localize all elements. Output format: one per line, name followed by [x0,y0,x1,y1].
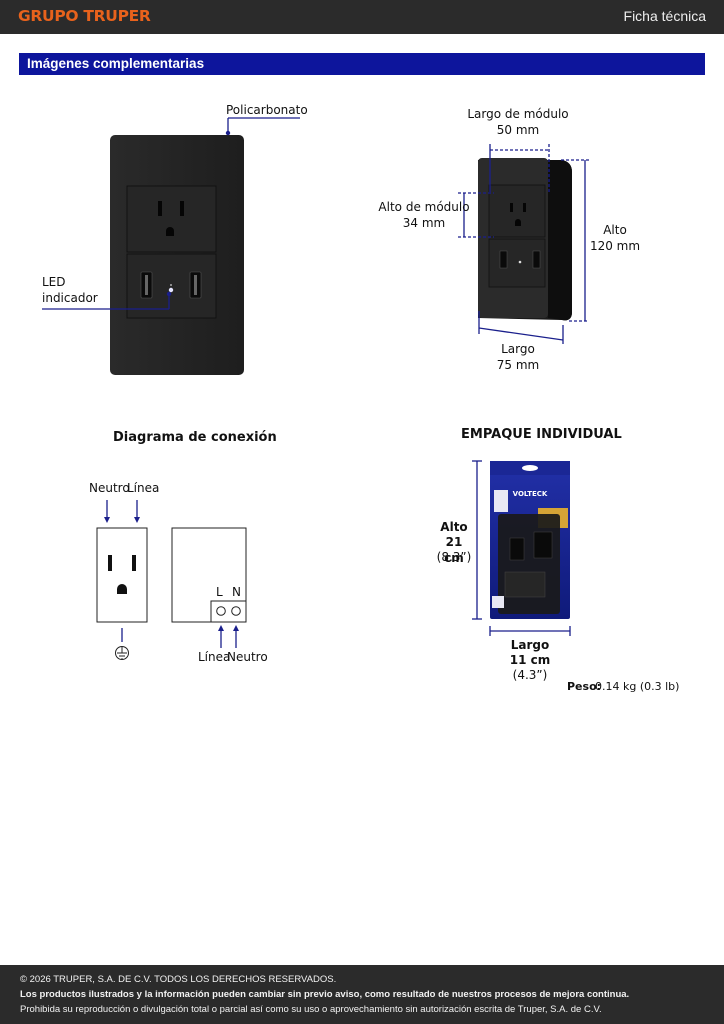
length-value: 75 mm [496,358,540,372]
ground-hole [117,584,127,594]
pack-length-cm: 11 cm [509,653,551,667]
neutral-top-label: Neutro [89,481,130,495]
height-value: 120 mm [589,239,641,253]
pack-length-in: (4.3”) [512,668,548,682]
terminal-block [210,600,247,623]
wiring-arrowheads [104,517,239,631]
outlet-front-view [110,135,244,375]
terminal-l-label: L [216,585,223,599]
package-image [490,461,570,619]
neutral-bottom-label: Neutro [227,650,268,664]
line-slot [132,555,136,571]
pack-brand-text: VOLTECK [513,490,548,498]
pack-length-label: Largo [510,638,550,652]
footer-copyright: © 2026 TRUPER, S.A. DE C.V. TODOS LOS DE… [20,974,337,985]
wiring-arrows [106,500,237,648]
side-plate [478,158,548,318]
pack-height-in: (8.3”) [436,550,472,564]
packaging-title: EMPAQUE INDIVIDUAL [461,427,622,442]
section-title: Imágenes complementarias [27,56,205,71]
outlet-module [126,185,217,253]
led-label-line1: LED [42,275,66,289]
footer-notice: Los productos ilustrados y la informació… [20,989,630,1000]
document-type: Ficha técnica [623,8,706,24]
front-callouts [42,117,300,310]
neutral-slot [108,555,112,571]
wiring-boxes [96,527,247,660]
device-diagram [171,527,247,623]
outlet-side-view [478,158,572,321]
pack-height-cm: 21 cm [444,535,464,565]
module-height-label: Alto de módulo [378,200,470,214]
terminal-n-label: N [232,585,241,599]
ground-slot [166,227,174,236]
receptacle-slots [108,555,136,594]
pack-height-label: Alto [440,520,468,534]
side-dimension-lines [458,144,589,344]
receptacle-diagram [96,527,148,623]
led-label-line2: indicador [42,291,98,305]
brand-logo: GRUPO TRUPER [18,7,151,25]
module-height-value: 34 mm [402,216,446,230]
material-label: Policarbonato [226,103,308,117]
package-dimension-lines [472,460,571,636]
wiring-diagram-title: Diagrama de conexión [113,430,277,445]
module-length-value: 50 mm [496,123,540,137]
length-label: Largo [501,342,535,356]
line-top-label: Línea [127,481,160,495]
module-length-label: Largo de módulo [467,107,569,121]
height-label: Alto [603,223,627,237]
footer-legal: Prohibida su reproducción o divulgación … [20,1004,602,1015]
led-indicator [168,287,174,293]
weight-value: 0.14 kg (0.3 lb) [595,680,680,693]
weight-label: Peso: [567,680,602,693]
section-header: Imágenes complementarias [19,53,705,75]
page-footer: © 2026 TRUPER, S.A. DE C.V. TODOS LOS DE… [0,965,724,1024]
page-header: GRUPO TRUPER Ficha técnica [0,0,724,34]
line-bottom-label: Línea [198,650,231,664]
